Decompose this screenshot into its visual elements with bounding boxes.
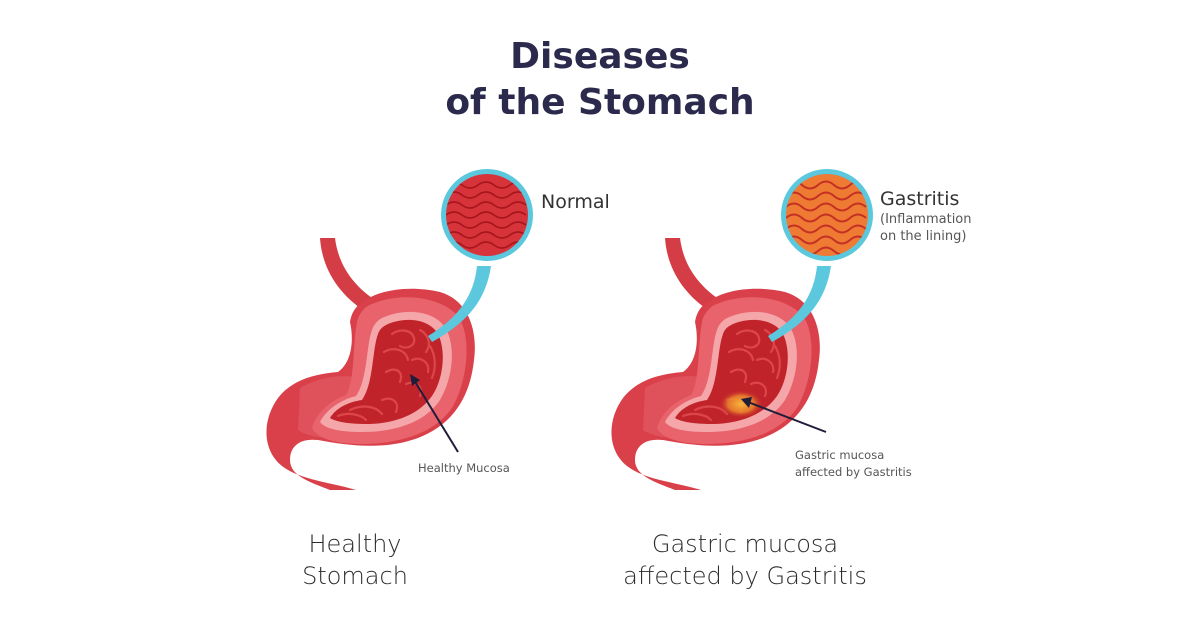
zoom-label-normal: Normal: [541, 191, 610, 213]
page-title-line-2: of the Stomach: [445, 82, 755, 123]
caption-line-1: Gastric mucosa: [651, 530, 839, 558]
pointer-arrow-gastritis: [747, 401, 827, 433]
healthy-stomach-figure: [265, 236, 476, 492]
pointer-label-line-2: affected by Gastritis: [795, 465, 912, 479]
pointer-label-line-1: Gastric mucosa: [795, 448, 885, 462]
caption-line-2: Stomach: [302, 562, 408, 590]
gastritis-stomach-figure: [610, 236, 821, 492]
caption-line-1: Healthy: [308, 530, 402, 558]
normal-tissue-texture: [446, 181, 527, 249]
zoom-sublabel-line-1: (Inflammation: [880, 212, 972, 227]
gastritis-tissue-texture: [786, 180, 867, 256]
zoom-label-gastritis: Gastritis: [880, 188, 960, 210]
caption-gastritis: Gastric mucosa affected by Gastritis: [605, 528, 885, 592]
callout-connector: [428, 266, 491, 342]
page-title-line-1: Diseases: [510, 36, 690, 77]
caption-healthy-stomach: Healthy Stomach: [290, 528, 420, 592]
zoom-sublabel-gastritis: (Inflammation on the lining): [880, 211, 972, 245]
zoom-sublabel-line-2: on the lining): [880, 229, 967, 244]
pointer-arrow-healthy: [413, 379, 459, 453]
pointer-label-healthy-mucosa: Healthy Mucosa: [418, 461, 510, 475]
pointer-label-gastric-mucosa: Gastric mucosa affected by Gastritis: [795, 447, 912, 481]
caption-line-2: affected by Gastritis: [623, 562, 867, 590]
